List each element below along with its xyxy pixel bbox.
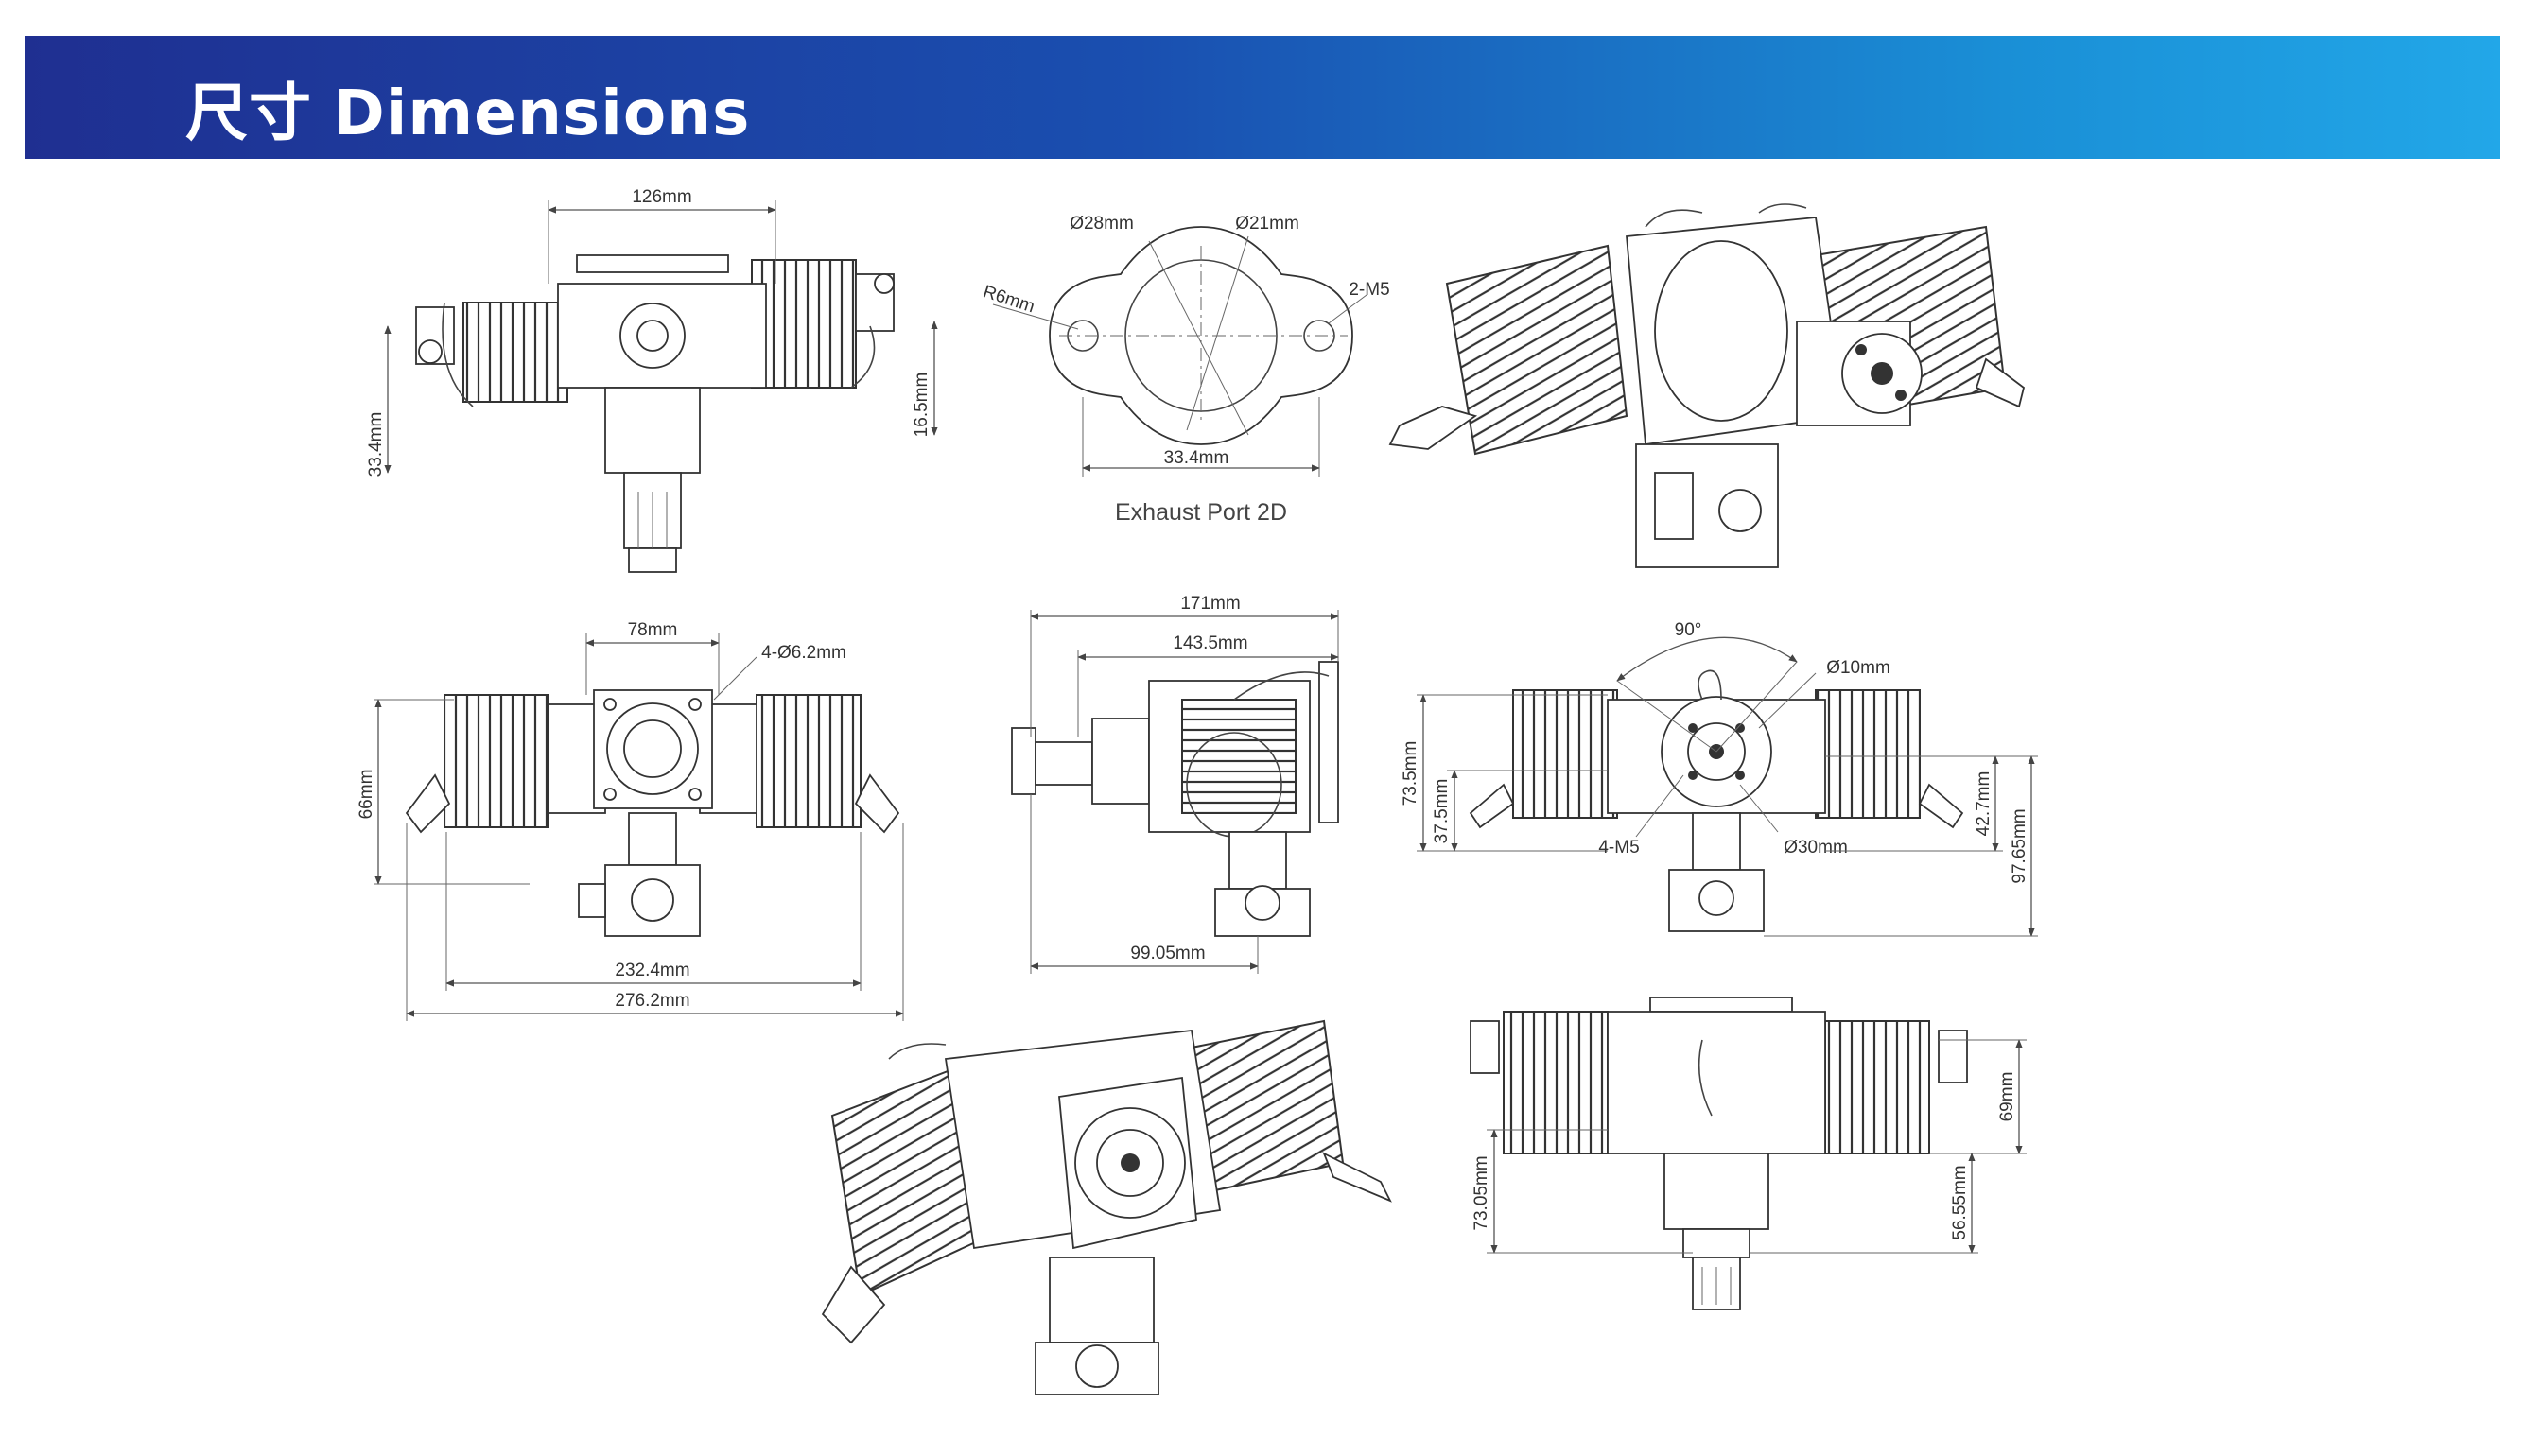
rear-height-b-label: 37.5mm xyxy=(1432,779,1452,844)
exhaust-spacing-label: 33.4mm xyxy=(1164,448,1229,468)
bottom-right-height-a-label: 69mm xyxy=(1997,1072,2017,1122)
side-view: 171mm 143.5mm 99.05mm xyxy=(1011,594,1339,974)
title-chinese: 尺寸 xyxy=(185,77,312,149)
exhaust-dia-small-label: Ø21mm xyxy=(1235,214,1299,234)
exhaust-dia-large-label: Ø28mm xyxy=(1070,214,1134,234)
side-flange-length-label: 143.5mm xyxy=(1173,633,1247,653)
engine-bottom-right-view-drawing xyxy=(1470,997,1968,1310)
front-top-width-label: 78mm xyxy=(628,620,678,640)
engine-rear-view-drawing xyxy=(1469,669,1964,932)
engine-front-view-drawing xyxy=(405,689,900,937)
front-outer-width-label: 276.2mm xyxy=(615,991,689,1011)
bottom-right-view: 73.05mm 69mm 56.55mm xyxy=(1470,997,2027,1310)
rear-height-a-label: 73.5mm xyxy=(1401,741,1420,806)
exhaust-port-view: Ø28mm Ø21mm R6mm 2-M5 33.4mm Exhaust Por… xyxy=(981,214,1390,526)
top-right-height-label: 16.5mm xyxy=(912,373,932,438)
bottom-right-height-b-label: 56.55mm xyxy=(1950,1165,1970,1239)
engine-isometric-front-illustration xyxy=(821,1019,1392,1395)
front-height-label: 66mm xyxy=(357,770,376,820)
engine-isometric-rear-illustration xyxy=(1388,203,2026,568)
engine-side-view-drawing xyxy=(1011,661,1339,937)
header-banner: 尺寸 Dimensions xyxy=(25,36,2500,159)
engine-top-view-drawing xyxy=(415,254,895,573)
page-title: 尺寸 Dimensions xyxy=(185,62,750,153)
front-inner-width-label: 232.4mm xyxy=(615,961,689,980)
bottom-left-height-label: 73.05mm xyxy=(1471,1155,1491,1230)
top-view: 126mm 33.4mm 16.5mm xyxy=(366,187,938,573)
rear-bolt-dia-label: Ø10mm xyxy=(1826,658,1890,678)
rear-view: 90° Ø10mm 73.5mm 37.5mm 4-M5 Ø30mm 42.7m… xyxy=(1401,620,2038,937)
rear-circle-dia-label: Ø30mm xyxy=(1784,838,1848,858)
top-left-height-label: 33.4mm xyxy=(366,412,386,477)
exhaust-radius-label: R6mm xyxy=(981,282,1037,317)
side-base-length-label: 99.05mm xyxy=(1130,944,1205,963)
rear-screws-label: 4-M5 xyxy=(1598,838,1639,858)
title-english: Dimensions xyxy=(333,77,751,149)
front-view: 78mm 4-Ø6.2mm 66mm 232.4mm 276.2mm xyxy=(357,620,904,1021)
exhaust-screws-label: 2-M5 xyxy=(1349,280,1389,300)
side-total-length-label: 171mm xyxy=(1180,594,1240,614)
front-mount-holes-label: 4-Ø6.2mm xyxy=(761,643,846,663)
rear-height-c-label: 42.7mm xyxy=(1974,771,1994,837)
rear-height-d-label: 97.65mm xyxy=(2010,808,2029,883)
rear-angle-label: 90° xyxy=(1675,620,1702,640)
exhaust-caption: Exhaust Port 2D xyxy=(1115,499,1287,526)
top-width-label: 126mm xyxy=(632,187,691,207)
